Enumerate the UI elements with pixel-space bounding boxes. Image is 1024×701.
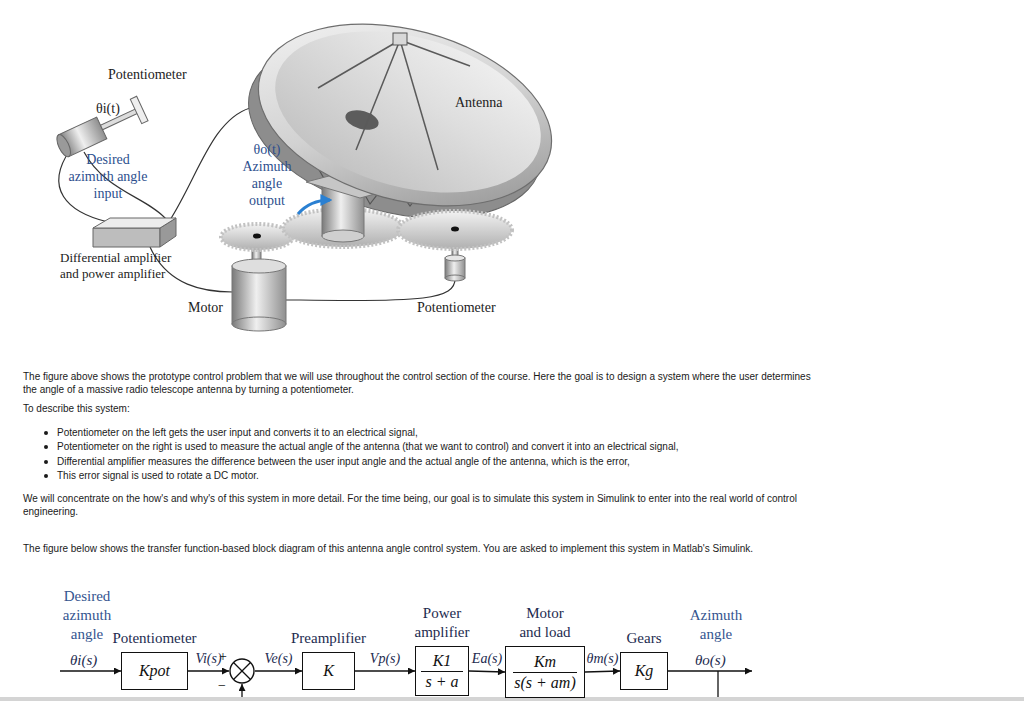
motor bbox=[232, 266, 286, 324]
signal-name: θm(s) bbox=[587, 650, 619, 668]
motor bbox=[232, 259, 286, 273]
block-box: PreamplifierK bbox=[302, 652, 355, 690]
motor bbox=[232, 317, 286, 331]
signal-name: θo(t) bbox=[236, 141, 298, 158]
transfer-function: K1 bbox=[433, 652, 452, 670]
dish bbox=[400, 40, 438, 170]
junction-cross bbox=[234, 663, 251, 680]
block-box: Motor and loadKms(s + am) bbox=[505, 646, 585, 698]
part-label: Potentiometer bbox=[417, 299, 496, 316]
dish bbox=[318, 40, 470, 170]
block-title: Power amplifier bbox=[411, 604, 473, 642]
motor bbox=[232, 259, 286, 331]
potentiometer-left bbox=[130, 96, 148, 123]
dish bbox=[257, 4, 559, 219]
dish bbox=[318, 40, 400, 88]
signal-name: Ve(s) bbox=[265, 650, 293, 668]
sign-label: − bbox=[218, 678, 226, 694]
dish bbox=[356, 40, 400, 150]
output-label: Azimuth angle bbox=[688, 606, 744, 644]
amplifier-box bbox=[93, 228, 160, 247]
transfer-function: s + a bbox=[425, 673, 458, 691]
potentiometer-left bbox=[53, 96, 148, 159]
bullet-dot bbox=[44, 474, 48, 478]
signal-connector bbox=[188, 670, 229, 671]
body-text: We will concentrate on the how's and why… bbox=[23, 492, 823, 518]
dish bbox=[238, 0, 572, 236]
potentiometer-right bbox=[445, 275, 465, 281]
signal-name: θi(t) bbox=[96, 100, 120, 117]
body-text: The figure below shows the transfer func… bbox=[23, 542, 823, 555]
part-label: Antenna bbox=[455, 94, 502, 111]
transfer-function: Kg bbox=[635, 662, 654, 680]
summing-junction: +− bbox=[229, 658, 255, 684]
signal-connector bbox=[355, 670, 415, 671]
junction-symbol bbox=[229, 658, 255, 684]
bullet-dot bbox=[44, 445, 48, 449]
bullet-dot bbox=[44, 460, 48, 464]
signal-connector bbox=[585, 671, 620, 672]
block-title: Gears bbox=[627, 629, 662, 648]
gear bbox=[398, 211, 512, 249]
bullet-text: Potentiometer on the left gets the user … bbox=[57, 426, 837, 439]
amplifier-box bbox=[93, 218, 176, 228]
block-box: Power amplifierK1s + a bbox=[415, 646, 469, 696]
signal-connector bbox=[469, 671, 505, 672]
body-text: To describe this system: bbox=[23, 402, 823, 415]
amplifier-box bbox=[93, 218, 176, 247]
signal-name: Ea(s) bbox=[472, 650, 502, 668]
block-title: Potentiometer bbox=[112, 629, 196, 648]
junction-circle bbox=[230, 659, 254, 683]
bullet-text: Differential amplifier measures the diff… bbox=[57, 455, 837, 468]
block-title: Motor and load bbox=[514, 604, 576, 642]
pedestal bbox=[322, 230, 364, 242]
fraction-bar bbox=[513, 672, 577, 673]
transfer-function: K bbox=[323, 662, 334, 680]
bullet-dot bbox=[44, 431, 48, 435]
block-title: Preamplifier bbox=[291, 629, 366, 648]
part-label: Motor bbox=[188, 299, 223, 316]
signal-line bbox=[717, 671, 718, 701]
transfer-function: s(s + am) bbox=[514, 674, 575, 692]
part-label: Desired azimuth angle input bbox=[64, 151, 152, 202]
part-label: Differential amplifier and power amplifi… bbox=[60, 250, 190, 282]
signal-connector bbox=[255, 670, 302, 671]
transfer-function: Km bbox=[534, 653, 556, 671]
dish bbox=[343, 107, 381, 133]
signal-name: θi(s) bbox=[70, 651, 97, 669]
signal-line bbox=[668, 670, 752, 671]
potentiometer-left bbox=[54, 133, 73, 159]
input-label: Desired azimuth angle bbox=[60, 587, 114, 644]
body-text: The figure above shows the prototype con… bbox=[23, 370, 823, 396]
transfer-function: Kpot bbox=[139, 662, 170, 680]
junction-cross bbox=[234, 663, 251, 680]
signal-name: θo(s) bbox=[695, 651, 726, 669]
block-box: PotentiometerKpot bbox=[121, 652, 188, 690]
block-box: GearsKg bbox=[620, 652, 668, 690]
rotation-arrow bbox=[298, 200, 330, 214]
signal-name: Vp(s) bbox=[370, 650, 400, 668]
wire bbox=[286, 278, 455, 301]
part-label: Potentiometer bbox=[108, 66, 187, 83]
fraction-bar bbox=[421, 671, 464, 672]
part-label: Azimuth angle output bbox=[236, 158, 298, 209]
potentiometer-right bbox=[445, 255, 465, 281]
dish bbox=[400, 40, 470, 66]
gear bbox=[451, 227, 459, 232]
signal-line bbox=[60, 670, 121, 671]
bullet-text: This error signal is used to rotate a DC… bbox=[57, 469, 837, 482]
dish bbox=[238, 0, 572, 236]
potentiometer-right bbox=[445, 255, 465, 261]
bullet-text: Potentiometer on the right is used to me… bbox=[57, 440, 837, 453]
dish bbox=[393, 33, 407, 45]
gear bbox=[253, 234, 261, 239]
signal-name: Vi(s) bbox=[195, 650, 221, 668]
